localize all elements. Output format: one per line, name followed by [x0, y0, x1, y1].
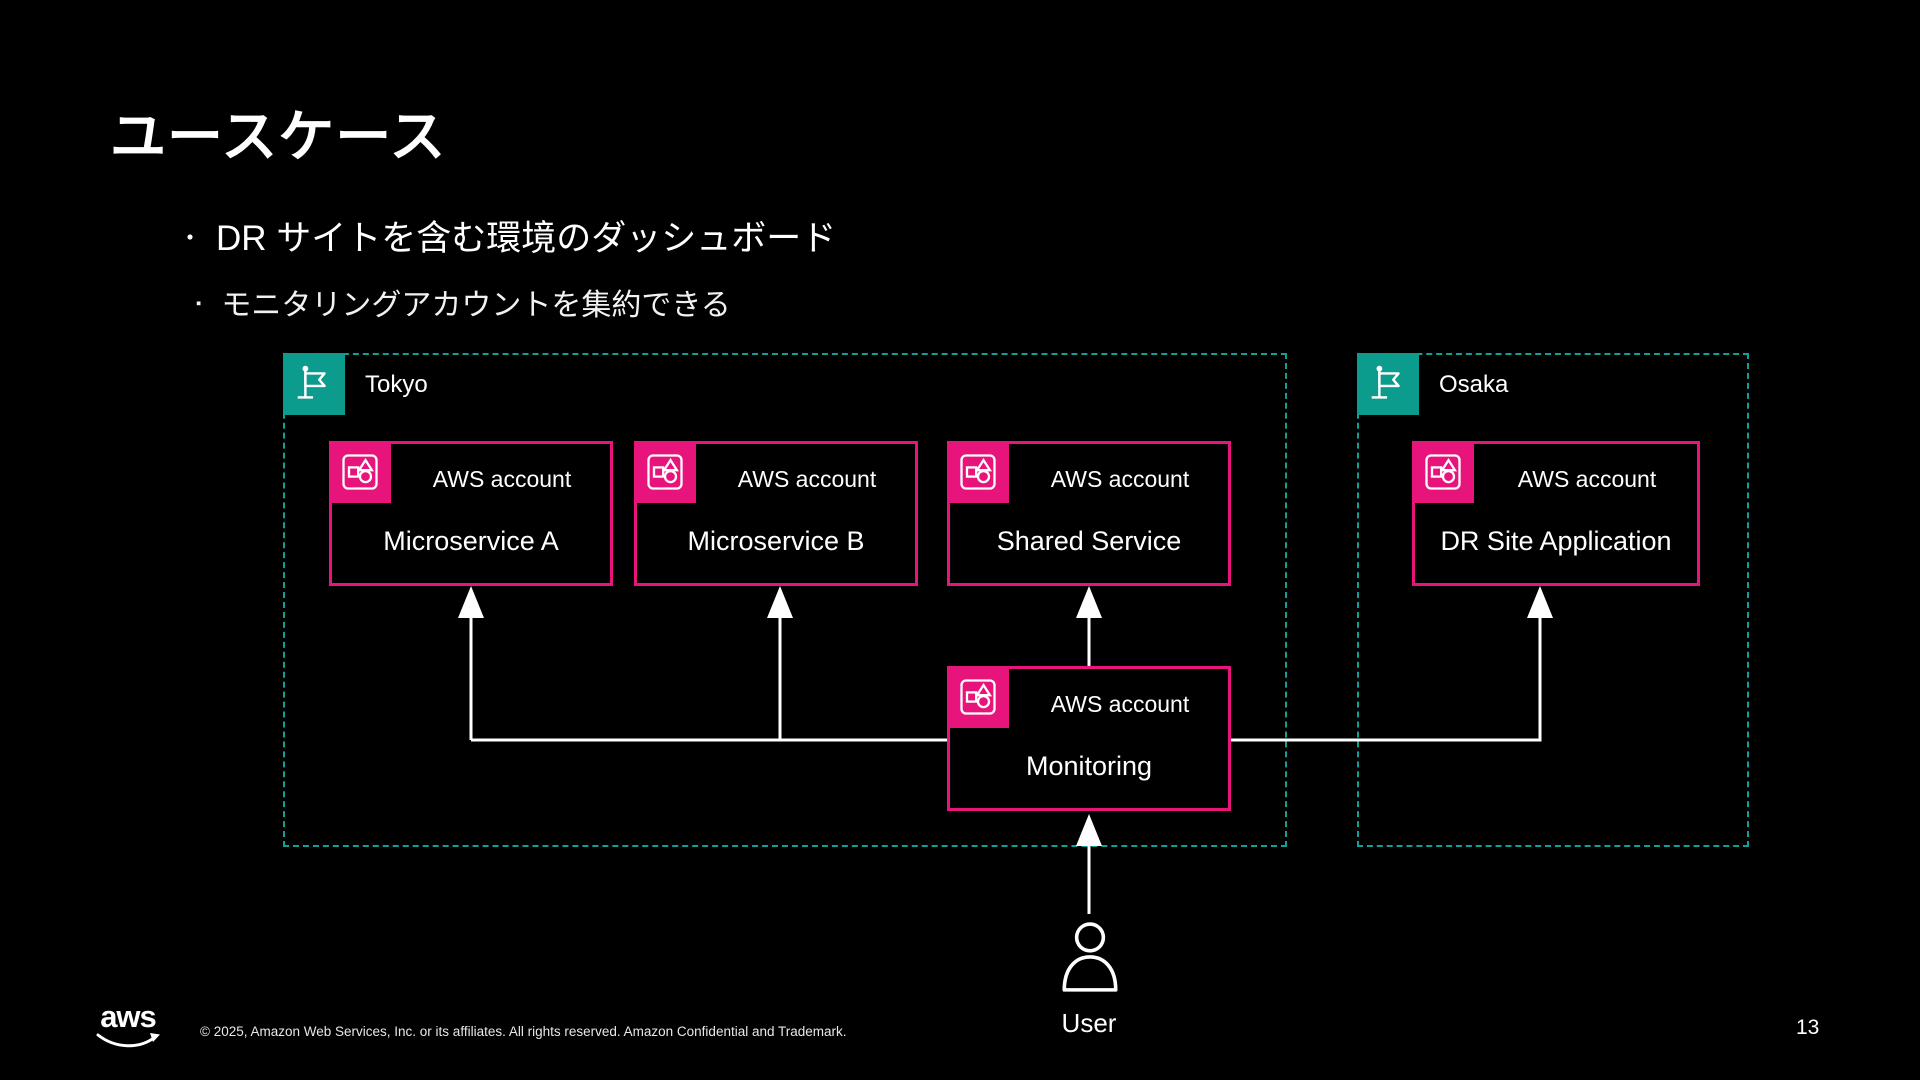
aws-account-icon [329, 441, 391, 503]
aws-smile-icon [96, 1033, 160, 1048]
account-name: DR Site Application [1440, 526, 1672, 556]
aws-account-icon [947, 666, 1009, 728]
account-name: Microservice B [687, 526, 865, 556]
account-name: Monitoring [1025, 751, 1153, 781]
sub-bullet-item: ▪ モニタリングアカウントを集約できる [196, 280, 731, 324]
sub-bullet-marker: ▪ [196, 294, 202, 312]
region-label: Osaka [1439, 371, 1509, 398]
bullet-item: ・ DR サイトを含む環境のダッシュボード [178, 210, 836, 261]
page-title: ユースケース [110, 105, 447, 168]
region-label: Tokyo [365, 371, 428, 398]
account-box-microservice-b: AWS account Microservice B [634, 441, 918, 586]
aws-logo-text: aws [100, 999, 157, 1034]
aws-account-label: AWS account [1050, 691, 1190, 717]
region-flag-icon [283, 353, 345, 415]
aws-account-label: AWS account [737, 466, 877, 492]
region-tokyo: Tokyo [283, 353, 1287, 847]
page-number: 13 [1796, 1016, 1820, 1039]
aws-account-label: AWS account [432, 466, 572, 492]
aws-account-icon [947, 441, 1009, 503]
aws-account-icon [634, 441, 696, 503]
region-osaka: Osaka [1357, 353, 1749, 847]
region-flag-icon [1357, 353, 1419, 415]
account-box-shared-service: AWS account Shared Service [947, 441, 1231, 586]
user-label: User [1061, 1008, 1117, 1038]
copyright-text: © 2025, Amazon Web Services, Inc. or its… [200, 1024, 847, 1039]
aws-account-label: AWS account [1517, 466, 1657, 492]
account-box-dr-site-application: AWS account DR Site Application [1412, 441, 1700, 586]
bullet-text: DR サイトを含む環境のダッシュボード [216, 219, 837, 258]
aws-logo: aws [95, 999, 161, 1055]
aws-account-icon [1412, 441, 1474, 503]
account-box-monitoring: AWS account Monitoring [947, 666, 1231, 811]
account-name: Shared Service [996, 526, 1182, 556]
account-box-microservice-a: AWS account Microservice A [329, 441, 613, 586]
aws-account-label: AWS account [1050, 466, 1190, 492]
user-icon [1056, 922, 1124, 994]
bullet-marker: ・ [178, 225, 202, 252]
sub-bullet-text: モニタリングアカウントを集約できる [221, 289, 731, 322]
account-name: Microservice A [383, 526, 559, 556]
